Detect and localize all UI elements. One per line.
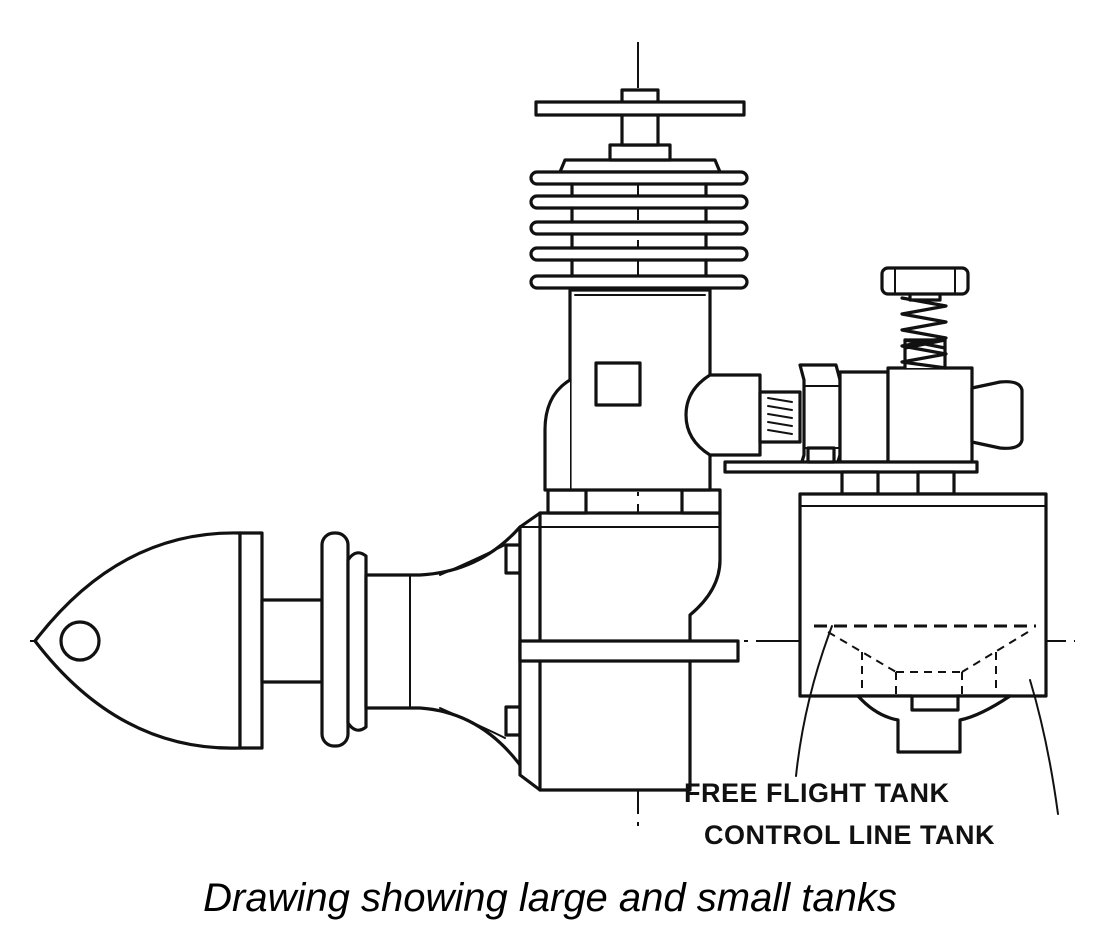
intake-venturi [684, 363, 842, 470]
free-flight-tank-label: FREE FLIGHT TANK [684, 778, 949, 808]
cylinder [543, 288, 712, 492]
free-flight-tank [814, 624, 1036, 696]
figure-caption: Drawing showing large and small tanks [203, 876, 897, 920]
compression-screw [534, 88, 746, 162]
front-housing [364, 525, 522, 767]
engine-tank-drawing: FREE FLIGHT TANK CONTROL LINE TANK [30, 42, 1075, 850]
needle-valve [838, 338, 1024, 470]
control-line-tank-label: CONTROL LINE TANK [704, 820, 995, 850]
tank-mounting [723, 446, 979, 496]
crankcase [518, 488, 740, 792]
spinner [33, 531, 264, 750]
control-line-tank [798, 492, 1048, 754]
cooling-fins [529, 158, 749, 290]
prop-hub [260, 531, 368, 748]
free-flight-tank-leader [795, 625, 833, 777]
control-line-tank-leader [1029, 679, 1059, 815]
needle-knob [880, 266, 970, 296]
